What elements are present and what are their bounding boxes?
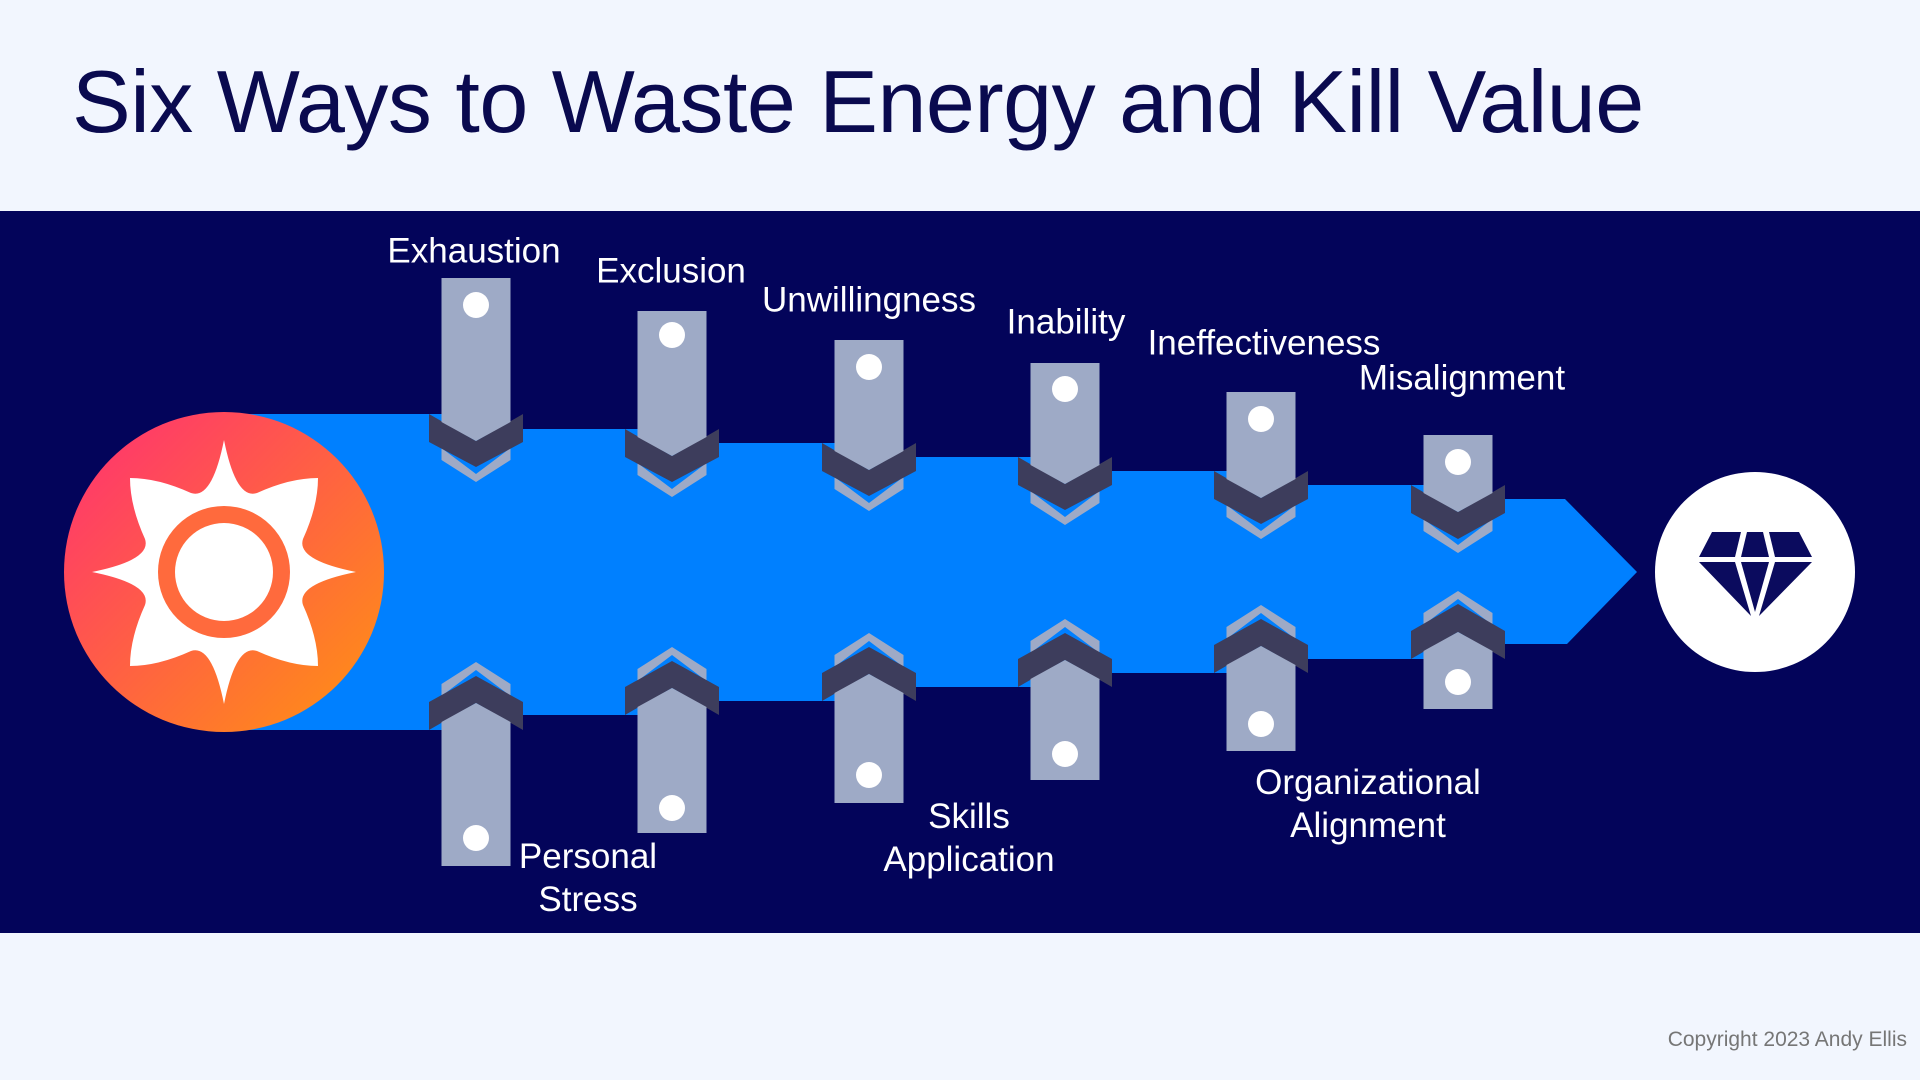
label-misalignment: Misalignment xyxy=(1358,358,1566,398)
label-skills-application: Skills Application xyxy=(883,795,1054,881)
sun-icon xyxy=(64,412,384,732)
up-arrow-col2 xyxy=(625,647,719,833)
label-exhaustion: Exhaustion xyxy=(387,231,561,271)
label-line: Application xyxy=(883,840,1055,879)
down-arrow-exhaustion xyxy=(429,278,523,482)
slide-title: Six Ways to Waste Energy and Kill Value xyxy=(72,52,1644,151)
label-line: Skills xyxy=(928,797,1010,836)
up-arrow-skills-application xyxy=(822,633,916,803)
label-organizational-alignment: Organizational Alignment xyxy=(1255,761,1481,847)
up-arrow-col4 xyxy=(1018,619,1112,780)
up-arrow-organizational-alignment xyxy=(1214,605,1308,751)
down-arrow-misalignment xyxy=(1411,435,1505,553)
label-inability: Inability xyxy=(1006,302,1126,342)
up-arrow-personal-stress xyxy=(429,662,523,866)
label-line: Personal xyxy=(518,837,658,876)
label-unwillingness: Unwillingness xyxy=(762,280,976,320)
down-arrow-exclusion xyxy=(625,311,719,497)
down-arrow-ineffectiveness xyxy=(1214,392,1308,539)
label-personal-stress: Personal Stress xyxy=(519,835,657,921)
up-arrow-col6 xyxy=(1411,591,1505,709)
copyright-notice: Copyright 2023 Andy Ellis xyxy=(1667,1028,1907,1051)
label-exclusion: Exclusion xyxy=(596,251,746,291)
label-line: Organizational xyxy=(1255,763,1481,802)
diamond-icon xyxy=(1655,472,1855,672)
label-line: Stress xyxy=(538,880,638,919)
down-arrow-unwillingness xyxy=(822,340,916,511)
label-ineffectiveness: Ineffectiveness xyxy=(1147,323,1381,363)
label-line: Alignment xyxy=(1290,806,1446,845)
down-arrow-inability xyxy=(1018,363,1112,525)
